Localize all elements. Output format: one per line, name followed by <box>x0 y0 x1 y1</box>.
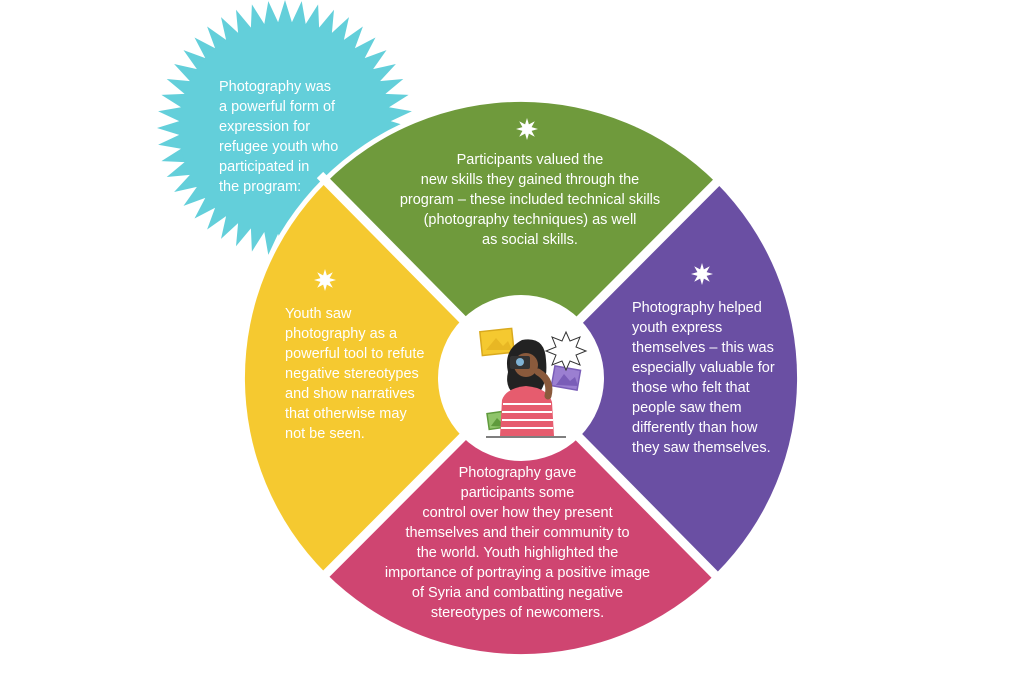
intro-line: expression for <box>219 119 311 135</box>
intro-line: Photography was <box>219 79 332 95</box>
intro-line: participated in <box>219 159 310 175</box>
quadrant-right-line: especially valuable for <box>632 360 775 376</box>
quadrant-left-line: photography as a <box>285 326 398 342</box>
intro-line: a powerful form of <box>219 99 336 115</box>
wheel <box>244 101 798 655</box>
quadrant-bottom-line: themselves and their community to <box>405 525 630 541</box>
quadrant-top <box>325 101 717 379</box>
quadrant-left-line: not be seen. <box>285 426 365 442</box>
quadrant-right-line: youth express <box>632 320 723 336</box>
quadrant-right <box>521 182 798 574</box>
quadrant-top-line: program – these included technical skill… <box>399 192 661 208</box>
quadrant-bottom-line: stereotypes of newcomers. <box>430 605 605 621</box>
photographer-illustration <box>479 327 588 438</box>
quadrant-bottom-line: of Syria and combatting negative <box>411 585 624 601</box>
quadrant-right-line: those who felt that <box>632 380 750 396</box>
quadrant-right-text: Photography helped youth express themsel… <box>632 298 792 458</box>
quadrant-right-line: themselves – this was <box>632 340 774 356</box>
quadrant-top-line: new skills they gained through the <box>420 172 640 188</box>
quadrant-right-line: Photography helped <box>632 300 762 316</box>
quadrant-bottom <box>325 378 717 655</box>
quadrant-right-line: people saw them <box>632 400 742 416</box>
quadrant-right-line: they saw themselves. <box>632 440 771 456</box>
quadrant-top-text: Participants valued the new skills they … <box>385 150 675 250</box>
quadrant-bottom-line: Photography gave <box>458 465 577 481</box>
eight-point-star-icon <box>516 118 538 140</box>
quadrant-top-line: as social skills. <box>482 232 578 248</box>
quadrant-left-line: Youth saw <box>285 306 352 322</box>
photo-frame-icon <box>550 365 582 391</box>
quadrant-left-line: that otherwise may <box>285 406 407 422</box>
eight-point-star-icon <box>691 263 713 285</box>
quadrant-bottom-text: Photography gave participants some contr… <box>370 463 665 623</box>
quadrant-left-line: negative stereotypes <box>285 366 419 382</box>
quadrant-left-text: Youth saw photography as a powerful tool… <box>285 304 445 444</box>
quadrant-left-line: powerful tool to refute <box>285 346 425 362</box>
quadrant-bottom-line: importance of portraying a positive imag… <box>384 565 651 581</box>
quadrant-bottom-line: control over how they present <box>422 505 613 521</box>
intro-line: refugee youth who <box>219 139 339 155</box>
quadrant-bottom-line: the world. Youth highlighted the <box>416 545 619 561</box>
starburst-outline-icon <box>544 330 588 372</box>
quadrant-bottom-line: participants some <box>460 485 575 501</box>
eight-point-star-icon <box>314 269 336 291</box>
intro-text: Photography was a powerful form of expre… <box>219 77 379 197</box>
quadrant-left <box>244 182 521 574</box>
quadrant-top-line: Participants valued the <box>456 152 604 168</box>
quadrant-right-line: differently than how <box>632 420 758 436</box>
intro-line: the program: <box>219 179 302 195</box>
quadrant-left-line: and show narratives <box>285 386 415 402</box>
photo-frame-icon <box>479 327 515 357</box>
quadrant-top-line: (photography techniques) as well <box>423 212 637 228</box>
